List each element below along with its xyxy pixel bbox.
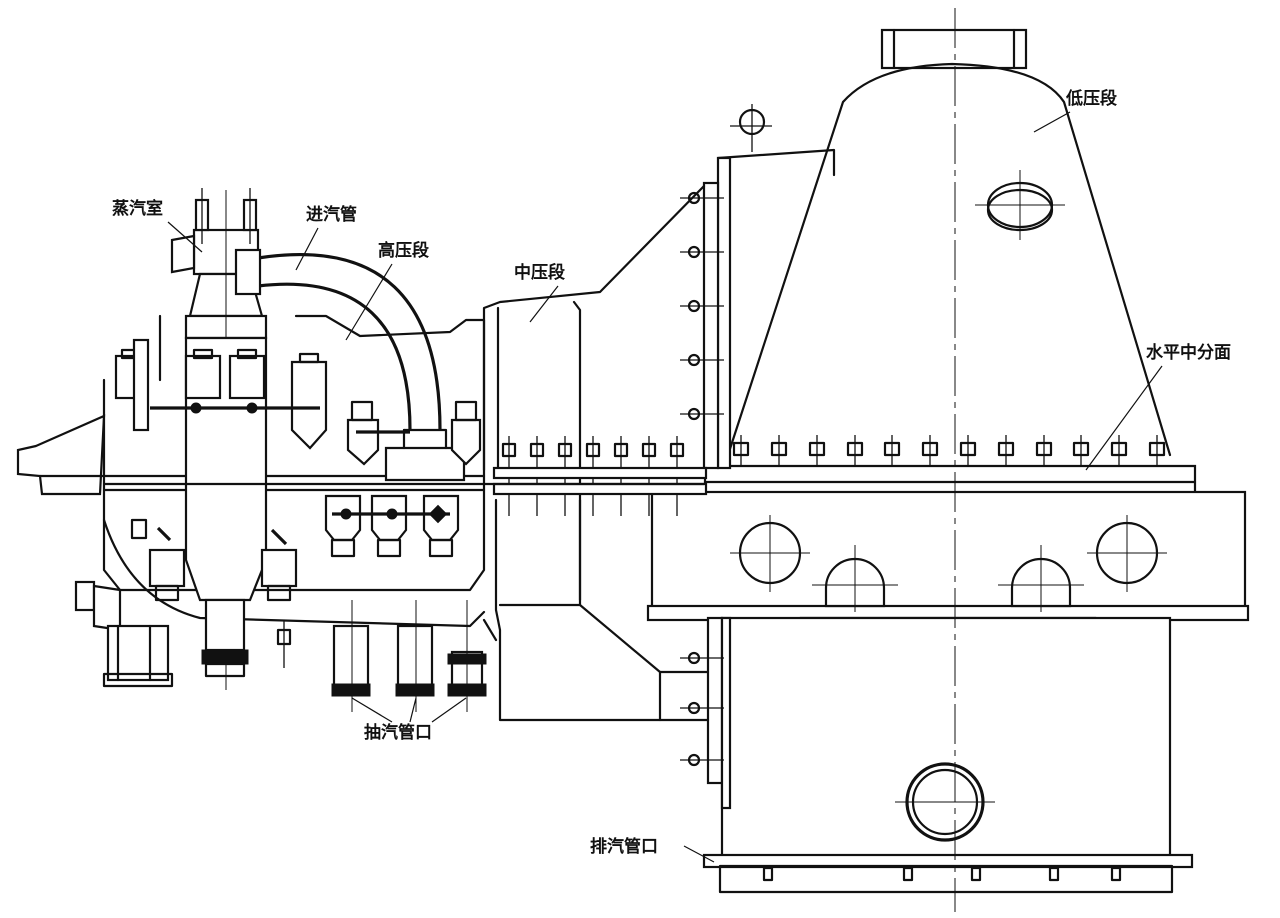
inlet-pipe [257, 253, 442, 431]
low-pressure-section [646, 8, 1250, 912]
label-low-pressure: 低压段 [1065, 88, 1117, 109]
ip-side-bolts [680, 191, 724, 767]
label-exhaust-port: 排汽管口 [590, 836, 658, 857]
lp-hood [726, 62, 1172, 457]
exhaust-box [720, 616, 1172, 858]
lp-top-flange [880, 28, 1028, 70]
labels: 蒸汽室 进汽管 高压段 中压段 低压段 水平中分面 抽汽管口 排汽管口 [112, 88, 1231, 863]
label-steam-chamber: 蒸汽室 [112, 198, 163, 219]
label-intermediate-pressure: 中压段 [514, 262, 565, 283]
label-extraction-port: 抽汽管口 [364, 722, 432, 743]
hp-valves-top [114, 348, 482, 466]
lp-casing-circles [730, 515, 1167, 612]
exhaust-bolts [762, 866, 1122, 882]
intermediate-pressure-section [482, 104, 836, 810]
extraction-ports [331, 600, 487, 712]
label-high-pressure: 高压段 [378, 240, 429, 261]
label-inlet-pipe: 进汽管 [306, 204, 357, 225]
label-horizontal-split: 水平中分面 [1146, 342, 1231, 363]
hp-valves-lower [324, 494, 460, 558]
high-pressure-section [16, 188, 498, 712]
front-pedestal [16, 414, 106, 496]
split-bolts [732, 435, 1166, 467]
main-valve-body [184, 336, 268, 602]
